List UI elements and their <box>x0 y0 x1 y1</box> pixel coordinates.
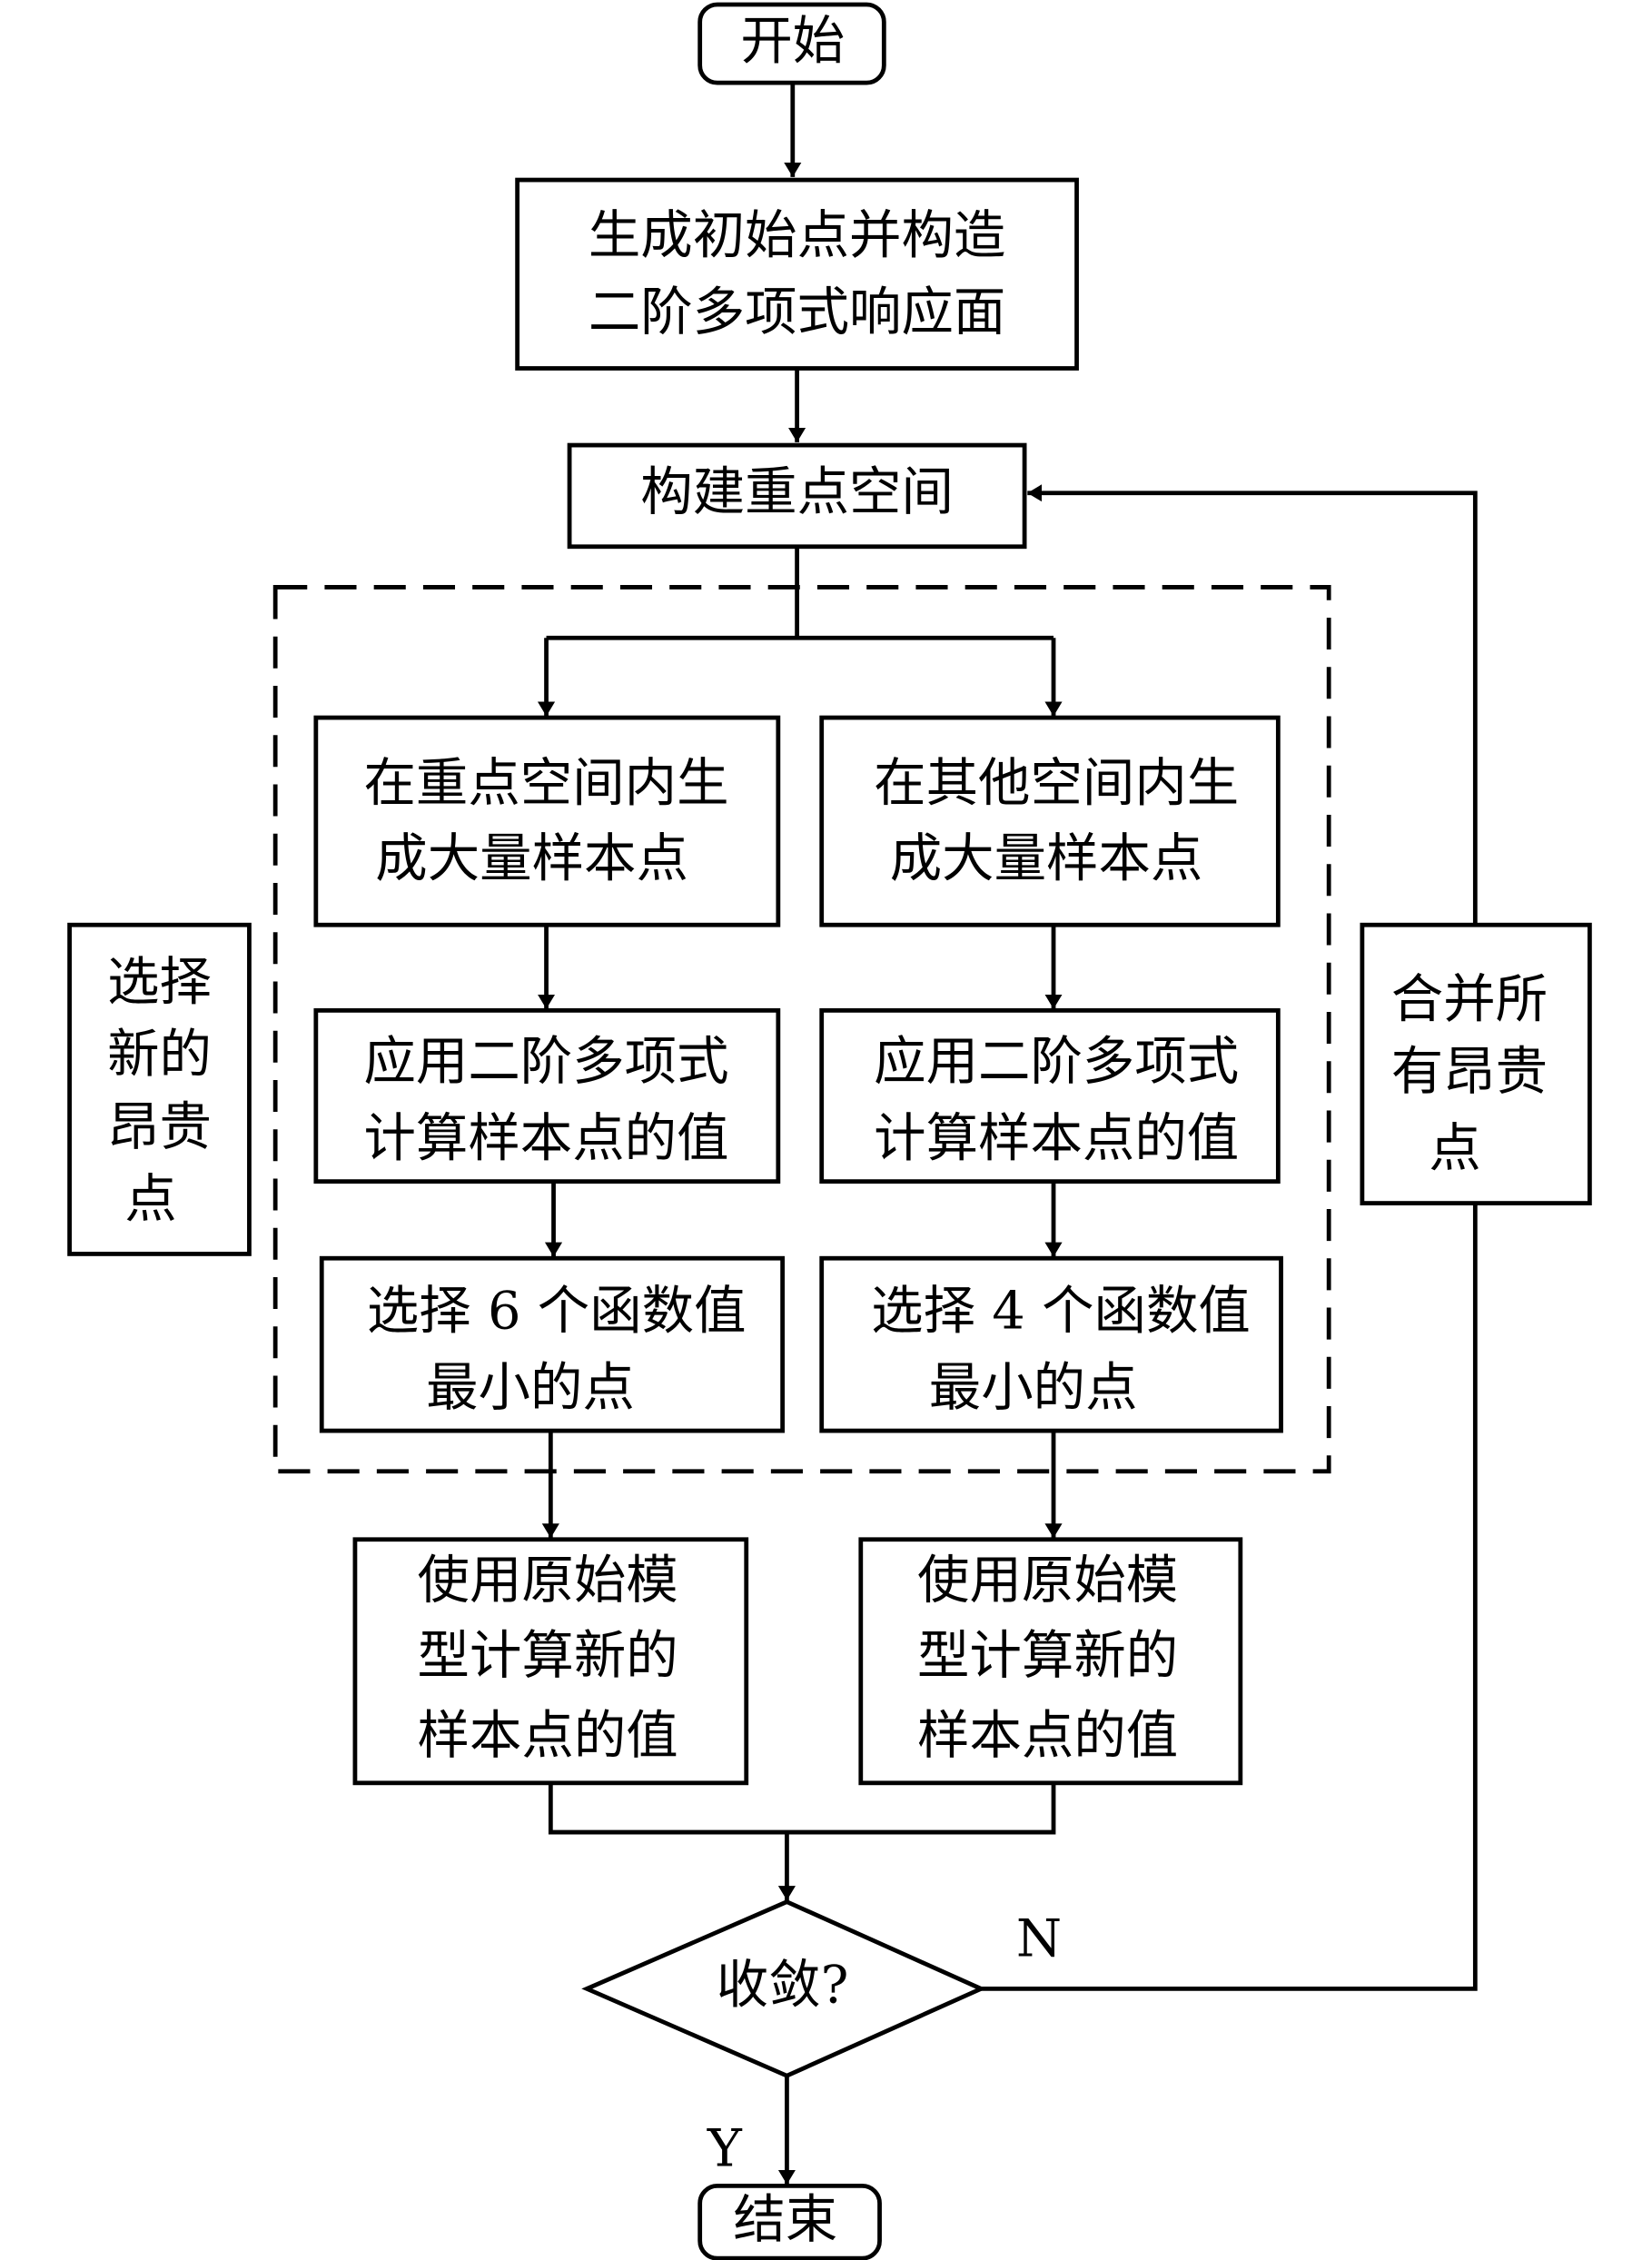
start-label: 开始 <box>740 11 845 72</box>
converge-decision: 收敛? <box>581 1899 987 2078</box>
box-line: 使用原始模 <box>418 1550 678 1611</box>
init-line: 生成初始点并构造 <box>589 205 1006 266</box>
key-space-box: 构建重点空间 <box>567 442 1027 550</box>
box-line: 有昂贵 <box>1391 1041 1548 1102</box>
no-label: N <box>1016 1908 1062 1968</box>
box-line: 最小的点 <box>426 1357 635 1418</box>
box-line: 应用二阶多项式 <box>874 1031 1239 1092</box>
connector <box>981 1203 1478 1991</box>
start-node: 开始 <box>697 2 886 85</box>
yes-label: Y <box>707 2118 743 2179</box>
side-label-box: 选择 新的 昂贵 点 <box>67 922 252 1256</box>
box-line: 选择 4 个函数值 <box>871 1280 1251 1341</box>
box-line: 计算样本点的值 <box>874 1108 1239 1169</box>
box-line: 昂贵 <box>107 1096 212 1157</box>
right-select-box: 选择 4 个函数值 最小的点 <box>819 1255 1283 1433</box>
box-line: 在其他空间内生 <box>874 753 1239 814</box>
end-label: 结束 <box>733 2189 837 2250</box>
box-line: 选择 <box>107 951 212 1012</box>
box-line: 使用原始模 <box>917 1550 1178 1611</box>
init-line: 二阶多项式响应面 <box>589 282 1006 342</box>
box-line: 计算样本点的值 <box>364 1108 729 1169</box>
left-evaluate-box: 应用二阶多项式 计算样本点的值 <box>313 1007 781 1185</box>
box-line: 合并所 <box>1391 968 1548 1029</box>
box-line: 成大量样本点 <box>375 828 688 889</box>
box-line: 样本点的值 <box>418 1705 678 1766</box>
box-line: 在重点空间内生 <box>364 753 729 814</box>
box-line: 成大量样本点 <box>890 828 1203 889</box>
box-line: 应用二阶多项式 <box>364 1031 729 1092</box>
right-generate-box: 在其他空间内生 成大量样本点 <box>819 715 1281 927</box>
box-line: 点 <box>1429 1118 1480 1179</box>
box-line: 新的 <box>107 1024 212 1085</box>
left-generate-box: 在重点空间内生 成大量样本点 <box>313 715 781 927</box>
left-original-box: 使用原始模 型计算新的 样本点的值 <box>352 1537 749 1786</box>
box-line: 最小的点 <box>929 1357 1138 1418</box>
init-box: 生成初始点并构造 二阶多项式响应面 <box>515 177 1079 371</box>
loop-arrow <box>1027 484 1478 926</box>
box-line: 选择 6 个函数值 <box>367 1280 747 1341</box>
right-evaluate-box: 应用二阶多项式 计算样本点的值 <box>819 1007 1281 1185</box>
box-line: 点 <box>124 1169 176 1230</box>
box-line: 型计算新的 <box>917 1625 1178 1686</box>
decision-label: 收敛? <box>717 1954 849 2015</box>
key-space-label: 构建重点空间 <box>640 461 954 522</box>
left-select-box: 选择 6 个函数值 最小的点 <box>319 1255 786 1433</box>
dashed-region <box>272 585 1331 1474</box>
right-original-box: 使用原始模 型计算新的 样本点的值 <box>858 1537 1243 1786</box>
box-line: 样本点的值 <box>917 1705 1178 1766</box>
box-line: 型计算新的 <box>418 1625 678 1686</box>
end-node: 结束 <box>697 2184 882 2260</box>
merge-box: 合并所 有昂贵 点 <box>1360 922 1592 1205</box>
connector <box>548 1782 1056 1835</box>
